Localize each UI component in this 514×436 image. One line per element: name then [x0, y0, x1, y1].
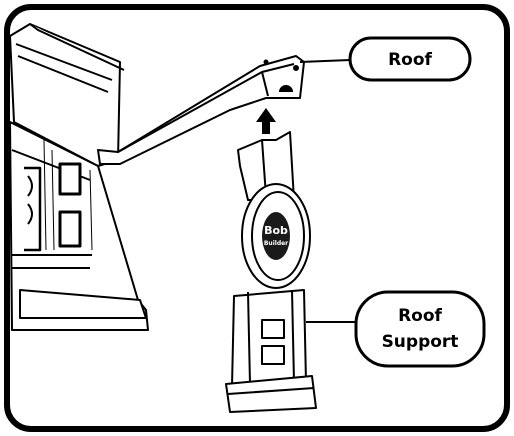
- logo-line2: Builder: [264, 240, 288, 247]
- callout-roof-label: Roof: [388, 50, 432, 70]
- callout-roof-support-line1: Roof: [398, 306, 442, 326]
- bob-builder-logo: Bob Builder: [262, 212, 290, 260]
- callout-roof-support-line2: Support: [382, 332, 459, 352]
- logo-line1: Bob: [264, 224, 288, 237]
